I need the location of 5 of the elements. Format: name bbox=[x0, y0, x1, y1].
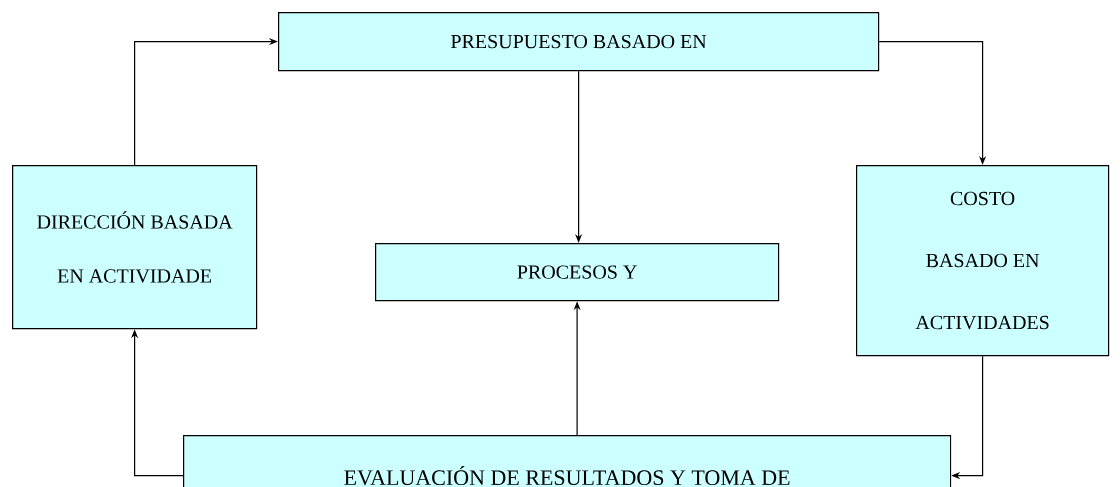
process-box: COSTO BASADO EN ACTIVIDADES bbox=[856, 165, 1110, 357]
process-box: PRESUPUESTO BASADO EN bbox=[278, 12, 880, 72]
process-box: PROCESOS Y bbox=[375, 243, 780, 302]
process-box: DIRECCIÓN BASADA EN ACTIVIDADE bbox=[12, 165, 258, 330]
process-box: EVALUACIÓN DE RESULTADOS Y TOMA DE bbox=[183, 435, 952, 487]
